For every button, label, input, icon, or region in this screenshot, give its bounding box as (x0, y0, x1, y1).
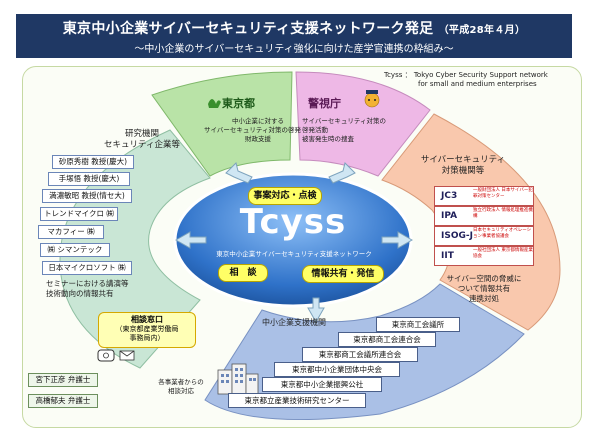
research-member: トレンドマイクロ ㈱ (40, 207, 118, 221)
sme-member: 東京都商工会議所連合会 (302, 347, 418, 362)
header-banner: 東京中小企業サイバーセキュリティ支援ネットワーク発足 （平成28年４月） ～中小… (16, 14, 572, 58)
function-consult: 相 談 (218, 264, 268, 282)
research-desc: セミナーにおける講演等技術動向の情報共有 (46, 279, 129, 298)
arrow-icon (225, 162, 253, 184)
sme-member: 東京都中小企業振興公社 (262, 377, 382, 392)
tokyo-desc: 中小企業に対するサイバーセキュリティ対策の啓発財政支援 (204, 117, 301, 143)
mail-icon (119, 350, 135, 361)
sme-title: 中小企業支援機関 (262, 318, 326, 327)
arrow-icon (328, 162, 356, 184)
legend-line1: Tcyss ： Tokyo Cyber Security Support net… (384, 71, 548, 79)
sme-member: 東京都商工会連合会 (338, 332, 436, 347)
research-title: 研究機関セキュリティ企業等 (104, 129, 180, 150)
sme-member: 東京都立産業技術研究センター (228, 393, 366, 408)
segment-tokyo (151, 71, 293, 177)
building-icon (217, 363, 259, 395)
arrow-icon (307, 297, 325, 324)
lawyer-box: 高橋郁夫 弁護士 (28, 394, 98, 408)
function-incident: 事案対応・点検 (248, 187, 322, 205)
arrow-icon (174, 231, 207, 249)
tokyo-title: 東京都 (222, 97, 255, 110)
segment-police (295, 71, 431, 177)
research-member: マカフィー ㈱ (38, 225, 104, 239)
research-member: 手塚悟 教授(慶大) (48, 172, 130, 186)
sme-note: 各事業者からの相談対応 (158, 378, 204, 395)
phone-icon (97, 349, 115, 362)
police-desc: サイバーセキュリティ対策の啓発活動被害発生時の捜査 (302, 117, 386, 143)
research-member: 砂原秀樹 教授(慶大) (52, 155, 134, 169)
sme-member: 東京商工会議所 (376, 317, 460, 332)
legend-line2: for small and medium enterprises (418, 80, 537, 88)
research-member: 日本マイクロソフト ㈱ (42, 261, 132, 275)
arrow-icon (381, 231, 414, 249)
research-member: 満濃敏昭 教授(情セ大) (42, 189, 132, 203)
page-subtitle: ～中小企業のサイバーセキュリティ強化に向けた産学官連携の枠組み～ (134, 44, 454, 55)
security-desc: サイバー空間の脅威について情報共有連携対処 (446, 274, 522, 303)
tcyss-name: Tcyss (239, 202, 347, 242)
police-mascot-icon (364, 90, 380, 108)
tokyo-emblem-icon (208, 99, 221, 108)
tcyss-full-name: 東京中小企業サイバーセキュリティ支援ネットワーク (216, 250, 372, 258)
sme-member: 東京都中小企業団体中央会 (274, 362, 400, 377)
police-title: 警視庁 (308, 97, 341, 110)
lawyer-box: 宮下正彦 弁護士 (28, 373, 98, 387)
security-title: サイバーセキュリティ対策機関等 (420, 155, 506, 176)
page-title: 東京中小企業サイバーセキュリティ支援ネットワーク発足 （平成28年４月） (62, 21, 526, 37)
consult-window: 相談窓口 （東京都産業労働局 事務局内） (98, 312, 196, 348)
function-share: 情報共有・発信 (302, 265, 384, 283)
research-member: ㈱ シマンテック (40, 243, 110, 257)
